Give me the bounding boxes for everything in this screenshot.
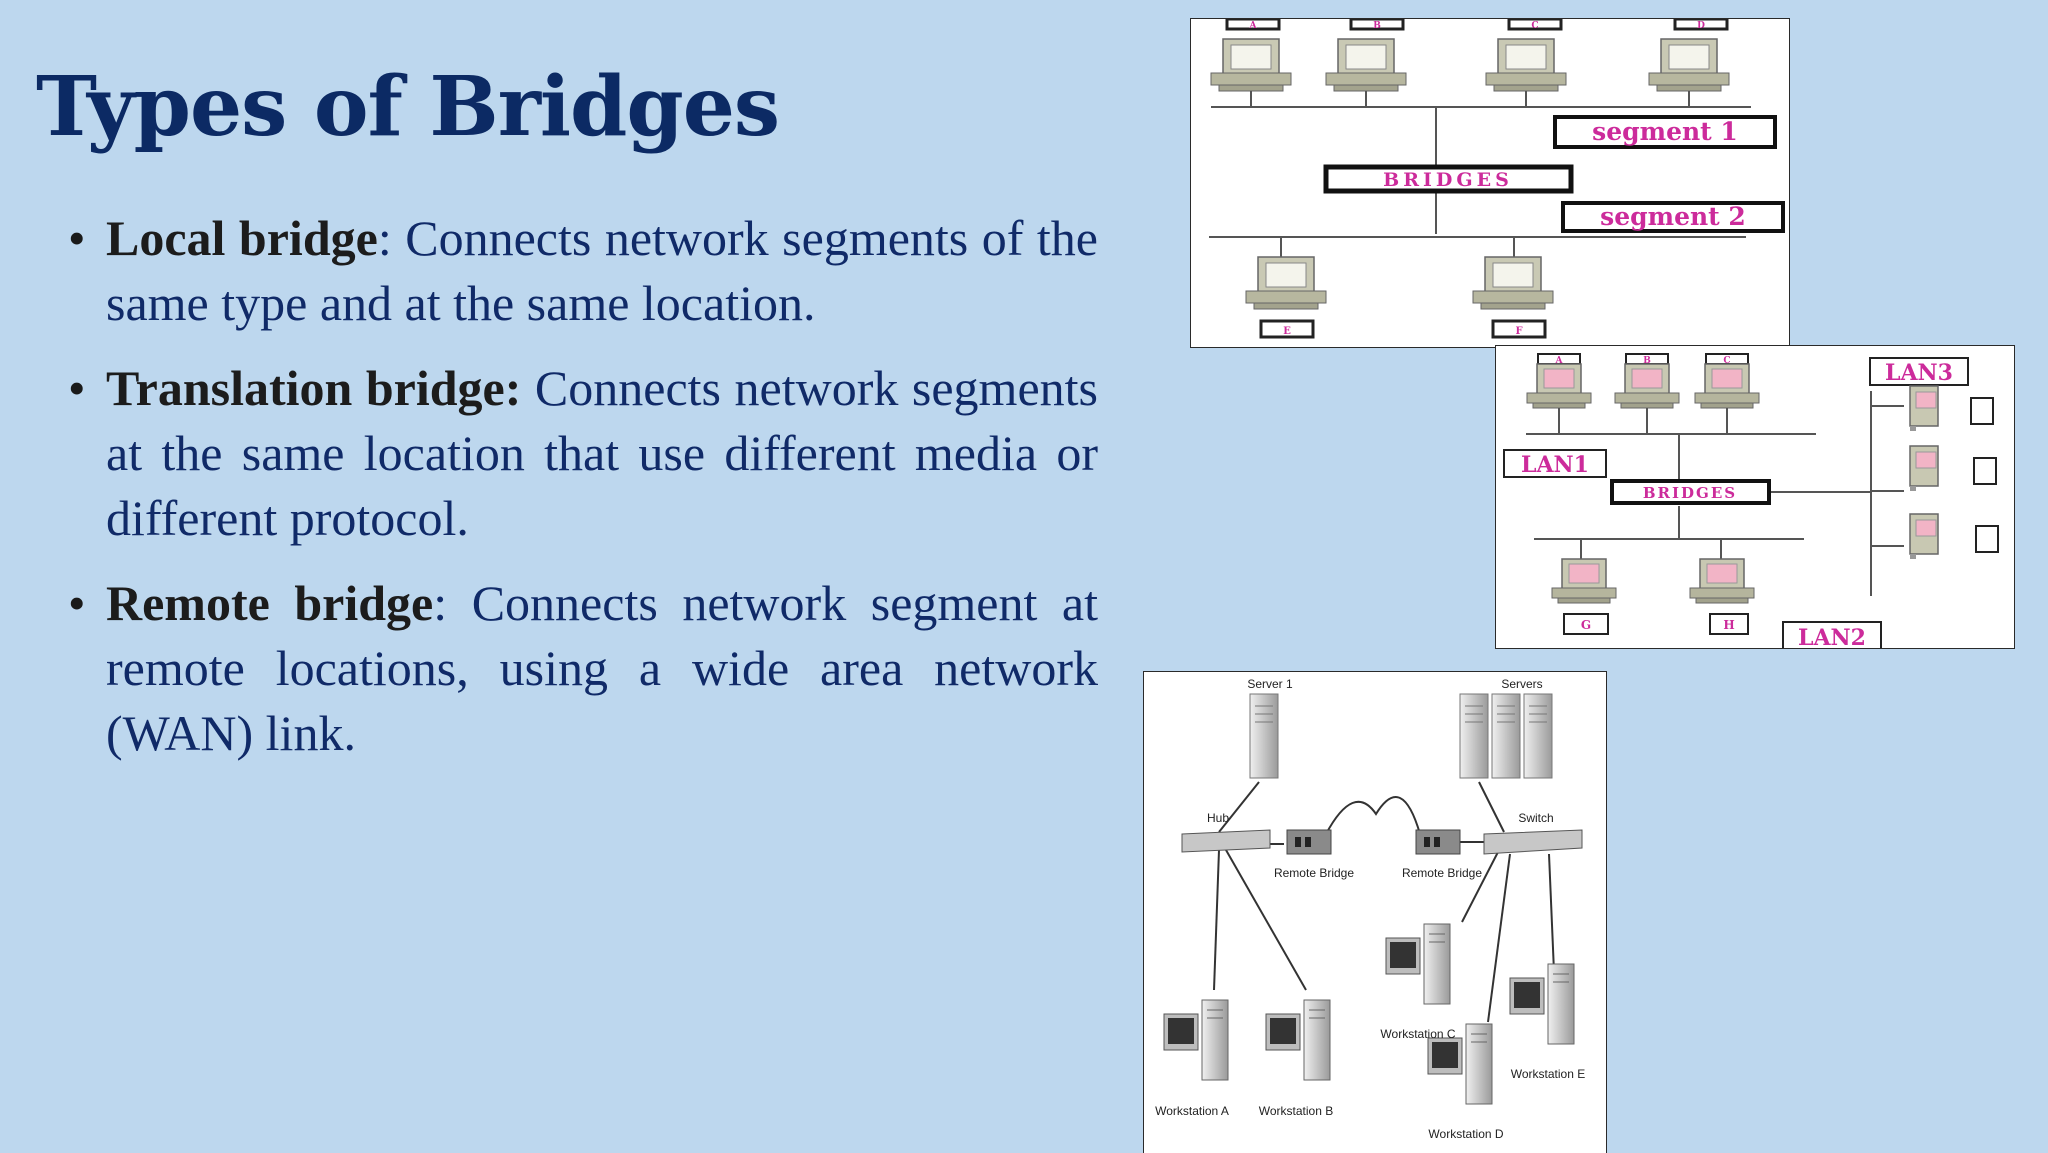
computer-icon: [1614, 363, 1680, 409]
bullet-text: Connects network segment at remote locat…: [106, 575, 1099, 761]
computer-icon: [1325, 38, 1407, 92]
workstation-icon: [1509, 963, 1575, 1045]
bridge-label: BRIDGES: [1383, 169, 1513, 191]
pc-label: C: [1531, 21, 1538, 31]
bullet-list: • Local bridge: Connects network segment…: [68, 206, 1098, 786]
pc-label: B: [1373, 21, 1381, 31]
workstation-icon: [1265, 999, 1331, 1081]
server-icon: [1249, 693, 1279, 779]
server-icon: [1523, 693, 1553, 779]
remote-bridge-icon: [1286, 829, 1332, 855]
bullet-separator: :: [377, 210, 392, 266]
bullet-term: Local bridge: [106, 210, 378, 266]
bullet-dot: •: [68, 210, 86, 266]
bullet-term: Translation bridge:: [106, 360, 522, 416]
pc-label: H: [1723, 618, 1734, 632]
server1-label: Server 1: [1247, 677, 1293, 691]
remote-bridge-diagram: Server 1 Servers Hub Switch Remote Bridg…: [1143, 671, 1607, 1153]
local-bridge-diagram: A B C D segment 1 BRIDGES segment 2 E F: [1190, 18, 1790, 348]
computer-icon: [1210, 38, 1292, 92]
workstation-d-label: Workstation D: [1428, 1127, 1503, 1141]
computer-icon: [1245, 256, 1327, 310]
bullet-text: Connects network segments at the same lo…: [106, 360, 1098, 546]
pc-label: B: [1643, 356, 1651, 366]
workstation-icon: [1385, 923, 1451, 1005]
computer-icon: [1648, 38, 1730, 92]
pc-label: C: [1723, 356, 1730, 366]
hub-icon: [1181, 829, 1271, 853]
bullet-separator: :: [433, 575, 448, 631]
lan2-label: LAN2: [1798, 625, 1866, 648]
tower-computer-icon: [1909, 513, 1939, 560]
remote-bridge-right-label: Remote Bridge: [1402, 866, 1482, 880]
pc-label: D: [1697, 21, 1705, 31]
translation-bridge-diagram: A B C LAN3 LAN1 BRIDGES: [1495, 345, 2015, 649]
workstation-a-label: Workstation A: [1155, 1104, 1229, 1118]
workstation-icon: [1163, 999, 1229, 1081]
bullet-term: Remote bridge: [106, 575, 434, 631]
computer-icon: [1689, 558, 1755, 604]
workstation-b-label: Workstation B: [1259, 1104, 1333, 1118]
lan3-label: LAN3: [1885, 360, 1953, 386]
bullet-translation-bridge: • Translation bridge: Connects network s…: [68, 356, 1098, 551]
hub-label: Hub: [1207, 811, 1229, 825]
remote-bridge-icon: [1415, 829, 1461, 855]
server-icon: [1491, 693, 1521, 779]
segment2-label: segment 2: [1600, 202, 1746, 231]
workstation-e-label: Workstation E: [1511, 1067, 1585, 1081]
bridge-label: BRIDGES: [1643, 484, 1737, 502]
servers-label: Servers: [1501, 677, 1542, 691]
pc-label: A: [1555, 356, 1564, 366]
bullet-dot: •: [68, 575, 86, 631]
lan1-label: LAN1: [1521, 452, 1589, 478]
bullet-dot: •: [68, 360, 86, 416]
pc-label: E: [1283, 326, 1291, 337]
slide-title: Types of Bridges: [36, 59, 780, 155]
workstation-c-label: Workstation C: [1380, 1027, 1455, 1041]
server-icon: [1459, 693, 1489, 779]
pc-label: G: [1581, 618, 1591, 632]
bullet-text: Connects network segments of the same ty…: [106, 210, 1098, 331]
computer-icon: [1526, 363, 1592, 409]
pc-label: A: [1249, 21, 1258, 31]
tower-computer-icon: [1909, 385, 1939, 432]
switch-icon: [1483, 829, 1583, 855]
segment1-label: segment 1: [1592, 117, 1738, 146]
pc-label: F: [1515, 326, 1522, 337]
bullet-remote-bridge: • Remote bridge: Connects network segmen…: [68, 571, 1098, 766]
computer-icon: [1472, 256, 1554, 310]
remote-bridge-left-label: Remote Bridge: [1274, 866, 1354, 880]
bullet-local-bridge: • Local bridge: Connects network segment…: [68, 206, 1098, 336]
computer-icon: [1485, 38, 1567, 92]
computer-icon: [1551, 558, 1617, 604]
switch-label: Switch: [1518, 811, 1553, 825]
tower-computer-icon: [1909, 445, 1939, 492]
computer-icon: [1694, 363, 1760, 409]
